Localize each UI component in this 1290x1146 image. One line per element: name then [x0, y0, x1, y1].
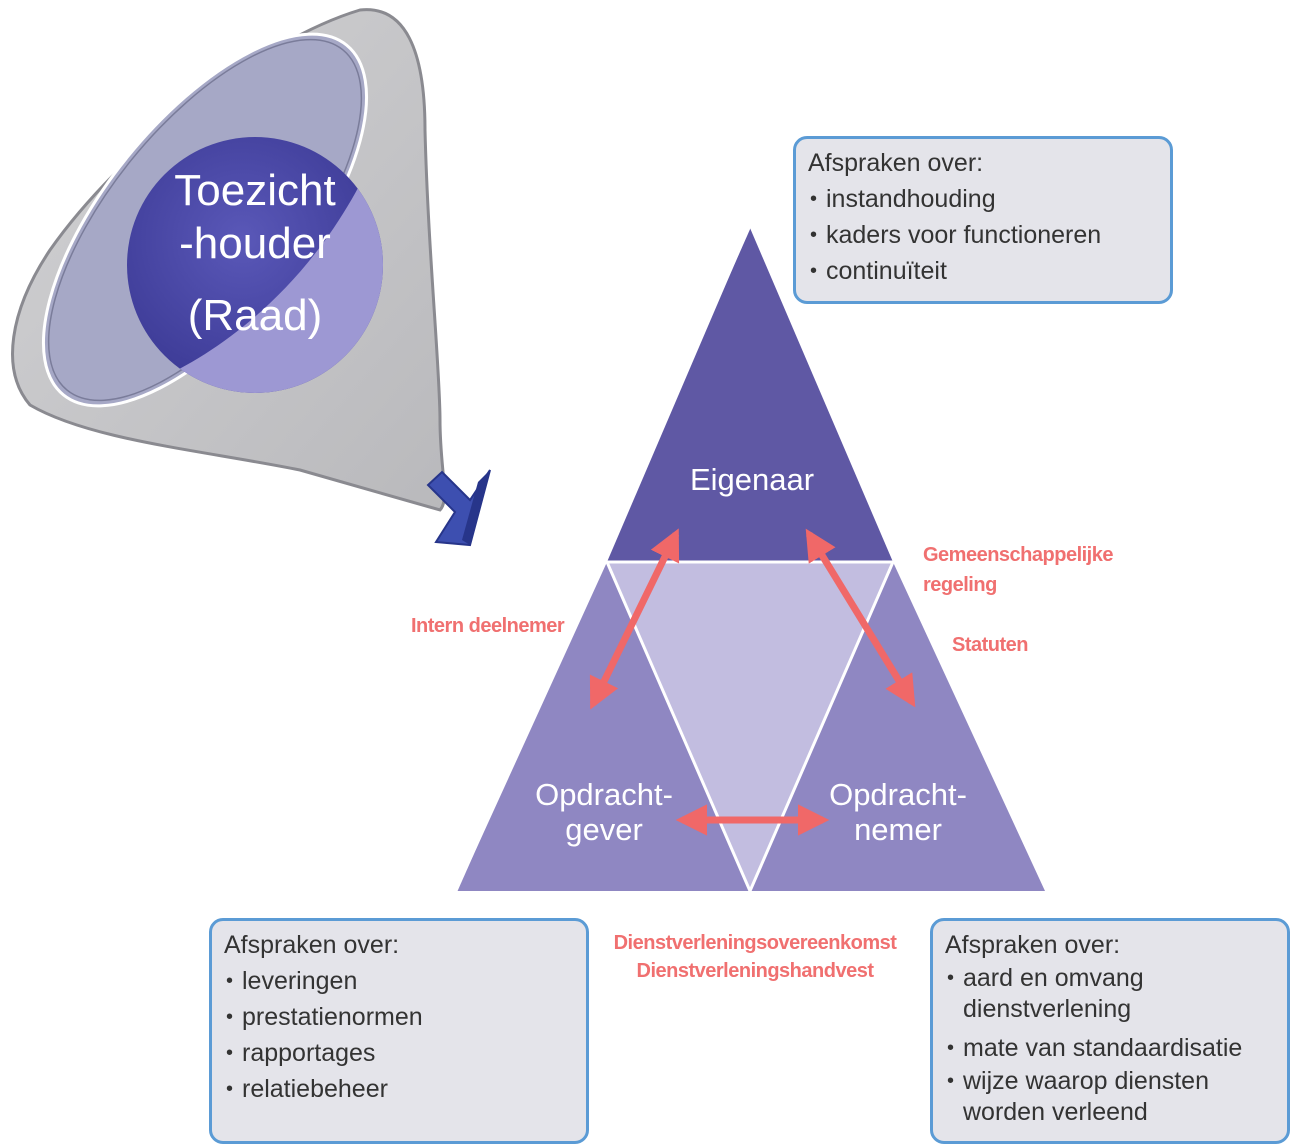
- relation-service-agreement: Dienstverleningsovereenkomst: [613, 932, 897, 954]
- contractor-label-line2: nemer: [854, 812, 942, 847]
- list-item: rapportages: [224, 1035, 574, 1071]
- list-item: prestatienormen: [224, 999, 574, 1035]
- list-item: mate van standaardisatie: [945, 1030, 1275, 1066]
- list-item: instandhouding: [808, 181, 1158, 217]
- agreements-box-client: Afspraken over: leveringen prestatienorm…: [209, 918, 589, 1144]
- relation-internal-participant: Intern deelnemer: [411, 615, 565, 637]
- relation-joint-arrangement-line1: Gemeenschappelijke: [923, 544, 1113, 566]
- list-item: kaders voor functioneren: [808, 217, 1158, 253]
- list-item: wijze waarop diensten worden verleend: [945, 1066, 1275, 1128]
- agreements-heading: Afspraken over:: [808, 149, 984, 177]
- arrow-owner-client: [589, 528, 680, 710]
- client-label-line2: gever: [565, 812, 643, 847]
- relation-service-charter: Dienstverleningshandvest: [636, 960, 874, 982]
- supervisor-label-line3: (Raad): [188, 291, 323, 340]
- relation-joint-arrangement-line2: regeling: [923, 574, 997, 596]
- supervisor-funnel: Toezicht -houder (Raad): [11, 8, 446, 512]
- agreements-list: leveringen prestatienormen rapportages r…: [224, 963, 574, 1107]
- list-item: leveringen: [224, 963, 574, 999]
- supervisor-label-line2: -houder: [179, 219, 331, 268]
- client-label-line1: Opdracht-: [535, 777, 673, 812]
- arrow-owner-contractor: [805, 528, 916, 708]
- flow-arrow-icon: [426, 469, 491, 547]
- list-item: aard en omvang dienstverlening: [945, 963, 1275, 1025]
- agreements-box-owner: Afspraken over: instandhouding kaders vo…: [793, 136, 1173, 304]
- contractor-label-line1: Opdracht-: [829, 777, 967, 812]
- owner-label: Eigenaar: [690, 462, 814, 497]
- agreements-list: instandhouding kaders voor functioneren …: [808, 181, 1158, 289]
- agreements-heading: Afspraken over:: [224, 931, 400, 959]
- relation-statutes: Statuten: [952, 634, 1029, 656]
- agreements-list: aard en omvang dienstverlening mate van …: [945, 963, 1275, 1128]
- supervisor-label-line1: Toezicht: [174, 166, 335, 215]
- pyramid-top-triangle: [607, 228, 893, 562]
- agreements-box-contractor: Afspraken over: aard en omvang dienstver…: [930, 918, 1290, 1144]
- list-item: continuïteit: [808, 253, 1158, 289]
- agreements-heading: Afspraken over:: [945, 931, 1121, 959]
- list-item: relatiebeheer: [224, 1071, 574, 1107]
